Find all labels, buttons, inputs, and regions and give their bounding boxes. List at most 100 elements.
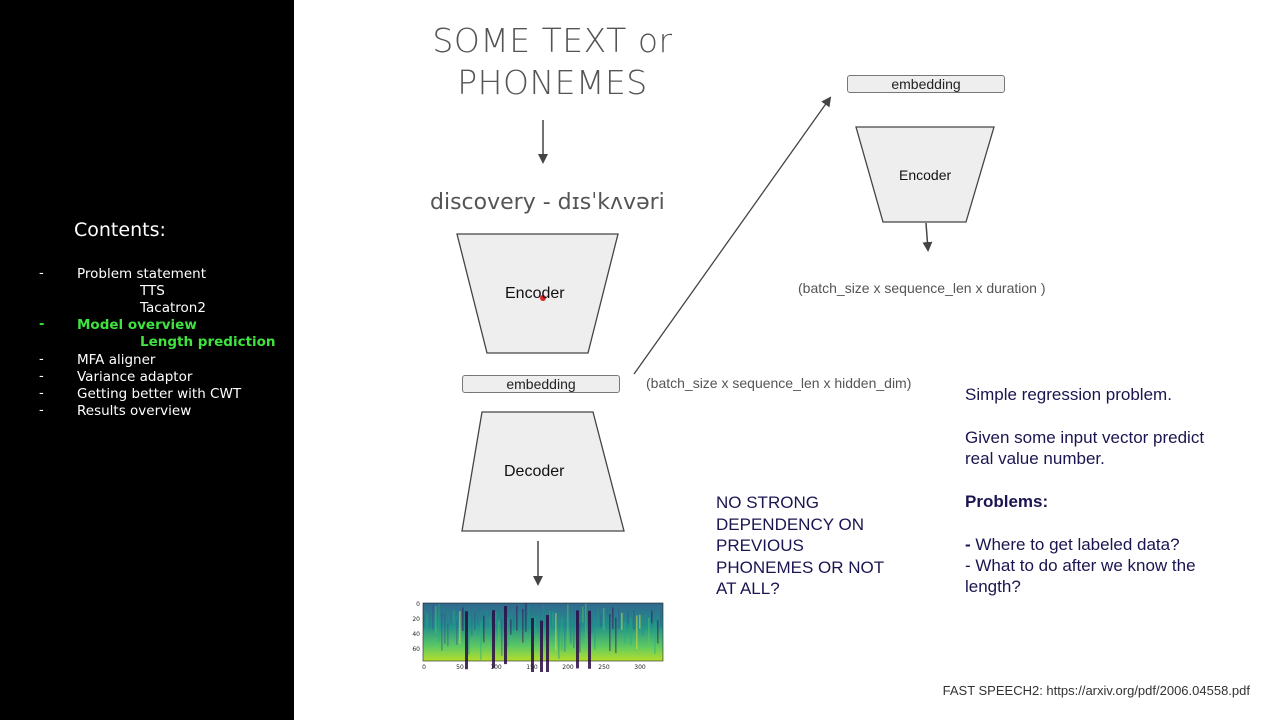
spectrogram-stripe	[612, 607, 614, 630]
spectrogram-x-tick: 250	[598, 664, 610, 671]
spectrogram-stripe	[639, 614, 641, 629]
spectrogram-stripe	[468, 615, 470, 655]
spectrogram-stripe	[657, 620, 659, 644]
spectrogram-y-tick: 20	[412, 616, 420, 623]
spectrogram-stripe	[438, 604, 440, 643]
spectrogram-stripe	[534, 617, 536, 638]
dependency-note: NO STRONG DEPENDENCY ON PREVIOUS PHONEME…	[716, 493, 885, 598]
spectrogram-x-tick: 150	[526, 664, 538, 671]
embedding-box: embedding	[462, 375, 620, 393]
spectrogram-y-tick: 60	[412, 646, 420, 653]
spectrogram-stripe	[609, 614, 611, 652]
spectrogram-stripe	[516, 605, 518, 631]
spectrogram-stripe	[576, 610, 579, 669]
spectrogram-stripe	[603, 608, 605, 631]
spectrogram-stripe	[651, 610, 653, 624]
spectrogram-stripe	[552, 611, 554, 626]
spectrogram-stripe	[654, 621, 656, 655]
spectrogram-x-tick: 100	[490, 664, 502, 671]
spectrogram-stripe	[570, 610, 572, 644]
spectrogram-stripe	[573, 611, 575, 649]
spectrogram-stripe	[621, 612, 623, 630]
spectrogram-stripe	[528, 605, 530, 630]
spectrogram-stripe	[513, 603, 515, 630]
problems-heading: Problems:	[965, 492, 1049, 511]
spectrogram-x-tick: 300	[634, 664, 646, 671]
spectrogram-stripe	[480, 622, 482, 661]
contents-title: Contents:	[74, 219, 166, 241]
spectrogram-stripe	[531, 618, 534, 672]
note-given: Given some input vector predict	[965, 428, 1205, 447]
right-embedding-box: embedding	[847, 75, 1005, 93]
right-encoder-label: Encoder	[899, 167, 952, 183]
spectrogram-stripe	[642, 615, 644, 636]
spectrogram-stripe	[579, 622, 581, 653]
spectrogram-stripe	[633, 610, 635, 630]
toc-item-mfa-aligner[interactable]: MFA aligner	[77, 352, 156, 368]
spectrogram-stripe	[498, 620, 500, 649]
spectrogram-y-tick: 40	[412, 631, 420, 638]
spectrogram-stripe	[441, 611, 443, 651]
toc-bullet: -	[39, 352, 44, 367]
spectrogram-stripe	[423, 614, 425, 628]
spectrogram-stripe	[489, 617, 491, 636]
spectrogram-stripe	[450, 609, 452, 625]
spectrogram-stripe	[648, 617, 650, 644]
spectrogram-stripe	[495, 611, 497, 625]
spectrogram-x-tick: 0	[422, 664, 426, 671]
spectrogram-stripe	[459, 611, 461, 644]
duration-shape: (batch_size x sequence_len x duration )	[798, 280, 1046, 296]
note-regression: Simple regression problem.	[965, 385, 1172, 404]
contents-sidebar: Contents: - Problem statement TTS Tacatr…	[0, 0, 294, 720]
spectrogram-stripe	[447, 622, 449, 647]
footer-citation: FAST SPEECH2: https://arxiv.org/pdf/2006…	[942, 683, 1250, 698]
spectrogram-stripe	[501, 618, 503, 656]
spectrogram-stripe	[597, 606, 599, 627]
spectrogram-stripe	[510, 619, 512, 635]
spectrogram-stripe	[456, 620, 458, 645]
spectrogram-stripe	[615, 617, 617, 654]
pointer-dot	[540, 295, 546, 301]
toc-bullet: -	[39, 403, 44, 418]
spectrogram-stripe	[564, 622, 566, 652]
problem-2: - What to do after we know the	[965, 556, 1196, 575]
spectrogram-stripe	[525, 603, 527, 632]
spectrogram-stripe	[453, 610, 455, 623]
spectrogram-stripe	[546, 615, 549, 672]
toc-bullet: -	[39, 266, 44, 281]
toc-item-cwt[interactable]: Getting better with CWT	[77, 386, 242, 402]
spectrogram-stripe	[618, 608, 620, 629]
encoder-shape	[456, 233, 619, 354]
toc-item-variance-adaptor[interactable]: Variance adaptor	[77, 369, 193, 385]
spectrogram-stripe	[477, 605, 479, 624]
spectrogram-stripe	[636, 615, 638, 650]
problem-2-cont: length?	[965, 577, 1021, 596]
arrow-to-length-predictor	[633, 96, 832, 375]
problem-1-text: Where to get labeled data?	[970, 535, 1180, 554]
spectrogram-stripe	[465, 611, 468, 670]
diagram-title: SOME TEXT or PHONEMES	[432, 21, 673, 102]
toc-item-results-overview[interactable]: Results overview	[77, 403, 192, 419]
spectrogram-stripe	[435, 606, 437, 633]
spectrogram-stripe	[522, 608, 524, 643]
toc-item-problem-statement[interactable]: Problem statement	[77, 266, 206, 282]
toc-item-tts[interactable]: TTS	[140, 283, 165, 299]
toc-item-model-overview[interactable]: Model overview	[77, 317, 197, 333]
right-encoder-shape	[855, 126, 995, 223]
problem-1-dash: -	[965, 535, 971, 554]
spectrogram-stripe	[507, 616, 509, 647]
decoder-label: Decoder	[504, 463, 565, 480]
spectrogram-stripe	[462, 607, 464, 631]
spectrogram-stripe	[627, 611, 629, 624]
encoder-label: Encoder	[505, 285, 565, 302]
spectrogram-stripe	[444, 614, 446, 645]
spectrogram-stripe	[567, 604, 569, 644]
spectrogram-stripe	[624, 621, 626, 644]
toc-item-length-prediction[interactable]: Length prediction	[140, 334, 276, 350]
spectrogram-x-tick: 200	[562, 664, 574, 671]
spectrogram-stripe	[588, 610, 591, 669]
spectrogram-stripe	[591, 616, 593, 634]
toc-item-tacatron2[interactable]: Tacatron2	[140, 300, 206, 316]
